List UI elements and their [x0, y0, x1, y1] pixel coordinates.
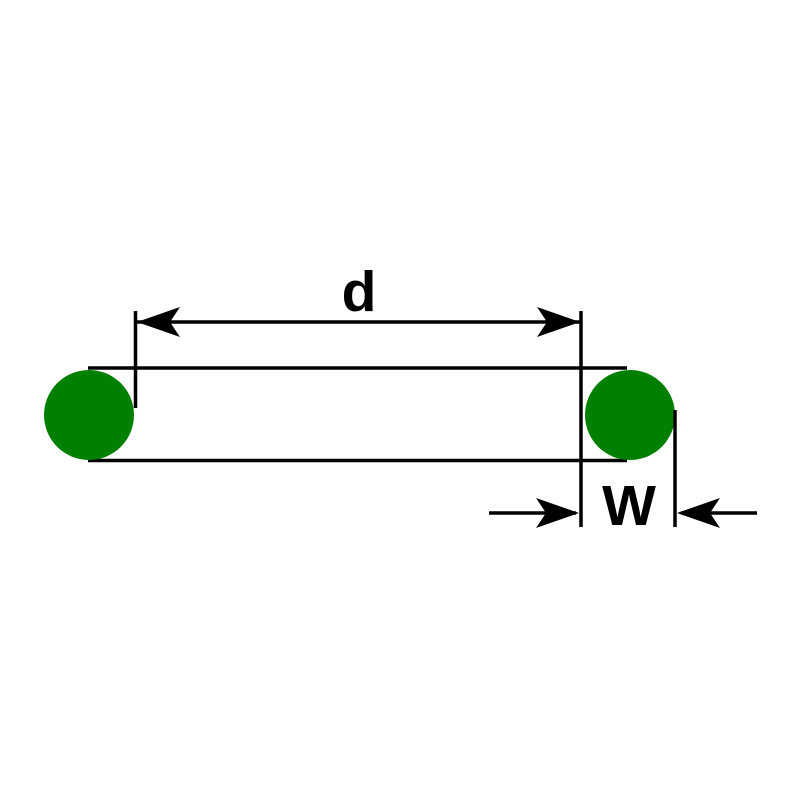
ring-right-cross-section [585, 370, 675, 460]
cross-section-width-label: W [602, 474, 656, 538]
d-arrow-right-icon [537, 307, 580, 337]
d-arrow-left-icon [137, 307, 180, 337]
w-arrow-right-icon [677, 498, 720, 528]
w-arrow-left-icon [536, 498, 579, 528]
ring-left-cross-section [44, 370, 134, 460]
inner-diameter-label: d [342, 260, 377, 324]
